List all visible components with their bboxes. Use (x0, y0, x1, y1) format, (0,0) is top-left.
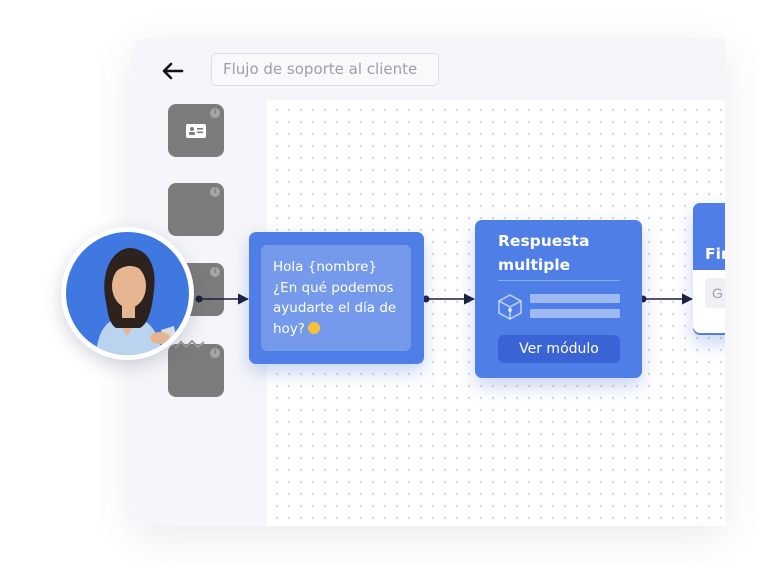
multiple-response-node[interactable]: Respuesta multiple Ver módulo (475, 220, 642, 378)
arrow-left-icon (162, 62, 184, 80)
final-node-input[interactable]: G (705, 278, 725, 308)
final-node-body: G (693, 270, 725, 333)
greeting-message-text: Hola {nombre} ¿En qué podemos ayudarte e… (273, 259, 397, 337)
wave-mark-icon (174, 339, 205, 349)
option-placeholder-line (530, 309, 620, 318)
node-title: Respuesta multiple (498, 232, 590, 274)
agent-avatar (61, 227, 194, 360)
sidebar-tile-contact[interactable]: i (168, 104, 224, 157)
cube-icon (498, 294, 522, 320)
back-button[interactable] (158, 58, 188, 84)
agent-photo (66, 232, 189, 355)
sidebar-tile-4[interactable]: i (168, 339, 224, 397)
greeting-message-bubble: Hola {nombre} ¿En qué podemos ayudarte e… (261, 245, 411, 351)
sidebar-tile-2[interactable]: i (168, 183, 224, 236)
flow-editor-window: Flujo de soporte al cliente i i i i (131, 38, 725, 526)
info-icon: i (210, 187, 220, 197)
info-icon: i (210, 348, 220, 358)
greeting-message-node[interactable]: Hola {nombre} ¿En qué podemos ayudarte e… (249, 232, 424, 364)
info-icon: i (210, 108, 220, 118)
view-module-button[interactable]: Ver módulo (498, 335, 620, 363)
info-icon: i (210, 267, 220, 277)
agent-portrait-icon (96, 248, 176, 355)
option-placeholder-line (530, 294, 620, 303)
flow-title-input[interactable]: Flujo de soporte al cliente (211, 53, 439, 86)
smiling-face-icon (307, 321, 320, 334)
divider (498, 280, 620, 281)
node-title: Fin (705, 245, 725, 263)
contact-card-icon (186, 124, 206, 138)
